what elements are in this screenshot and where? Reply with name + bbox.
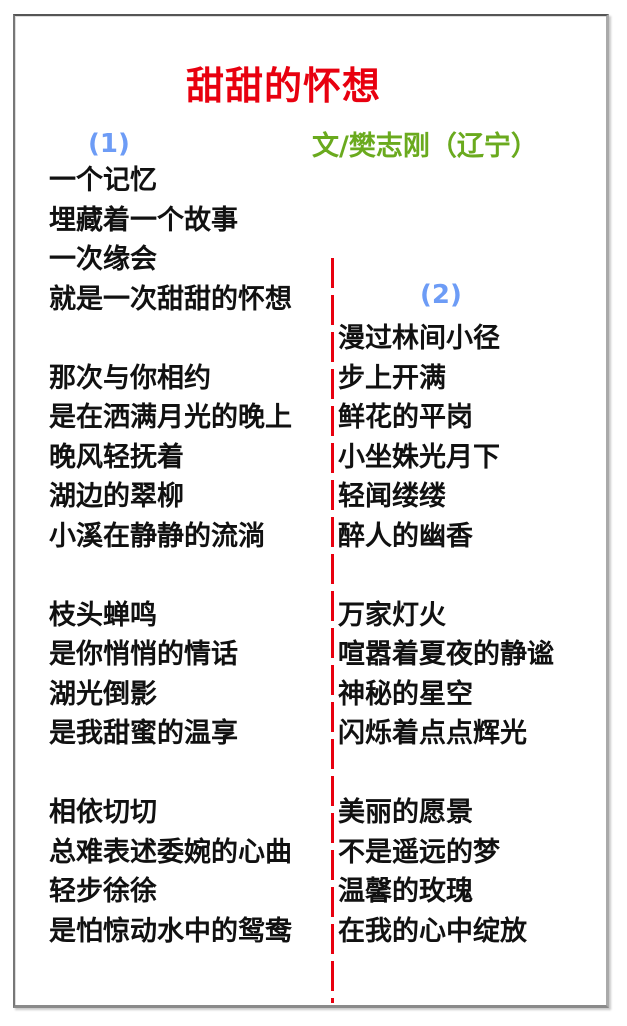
section-2-label: (2) <box>420 280 462 310</box>
section-2-poem: 漫过林间小径 步上开满 鲜花的平岗 小坐姝光月下 轻闻缕缕 醉人的幽香 万家灯火… <box>338 161 554 951</box>
poem-line: 枝头蝉鸣 <box>49 599 157 631</box>
poem-line: 是怕惊动水中的鸳鸯 <box>49 915 292 947</box>
poem-line <box>49 319 292 359</box>
poem-frame <box>13 14 609 1008</box>
poem-line: 晚风轻抚着 <box>49 441 184 473</box>
poem-line: 轻步徐徐 <box>49 876 157 907</box>
poem-line: 小溪在静静的流淌 <box>49 520 265 552</box>
poem-line <box>338 556 554 596</box>
poem-line: 湖光倒影 <box>49 678 157 710</box>
poem-line: 埋藏着一个故事 <box>49 204 238 236</box>
poem-line: 喧嚣着夏夜的静谧 <box>338 639 554 670</box>
poem-line: 鲜花的平岗 <box>338 402 473 433</box>
poem-line: 在我的心中绽放 <box>338 915 527 947</box>
poem-line: 相依切切 <box>49 797 157 828</box>
poem-line: 就是一次甜甜的怀想 <box>49 283 292 315</box>
poem-line: 闪烁着点点辉光 <box>338 718 527 749</box>
poem-line <box>338 201 554 241</box>
poem-line: 是你悄悄的情话 <box>49 639 238 670</box>
poem-line <box>49 556 292 596</box>
poem-line: 漫过林间小径 <box>338 323 500 354</box>
poem-title: 甜甜的怀想 <box>186 64 382 108</box>
poem-line: 神秘的星空 <box>338 678 473 710</box>
poem-line <box>338 754 554 794</box>
poem-line <box>338 240 554 280</box>
poem-line: 万家灯火 <box>338 599 446 631</box>
poem-line: 轻闻缕缕 <box>338 481 446 512</box>
dashed-divider <box>331 258 334 1003</box>
section-1-label: (1) <box>88 129 130 159</box>
poem-line <box>49 754 292 794</box>
poem-line: 步上开满 <box>338 362 446 394</box>
poem-line: 湖边的翠柳 <box>49 481 184 512</box>
author-credit: 文/樊志刚（辽宁） <box>312 131 538 162</box>
poem-line: 不是遥远的梦 <box>338 836 500 868</box>
section-1-poem: 一个记忆 埋藏着一个故事 一次缘会 就是一次甜甜的怀想 那次与你相约 是在洒满月… <box>49 161 292 951</box>
poem-line <box>338 280 554 320</box>
poem-line: 是在洒满月光的晚上 <box>49 402 292 433</box>
poem-line <box>338 161 554 201</box>
poem-line: 醉人的幽香 <box>338 520 473 552</box>
poem-line: 小坐姝光月下 <box>338 441 500 473</box>
poem-line: 一个记忆 <box>49 165 157 196</box>
poem-line: 那次与你相约 <box>49 362 211 394</box>
poem-line: 是我甜蜜的温享 <box>49 718 238 749</box>
poem-line: 美丽的愿景 <box>338 797 473 828</box>
poem-line: 总难表述委婉的心曲 <box>49 836 292 868</box>
poem-line: 温馨的玫瑰 <box>338 876 473 907</box>
poem-line: 一次缘会 <box>49 244 157 275</box>
